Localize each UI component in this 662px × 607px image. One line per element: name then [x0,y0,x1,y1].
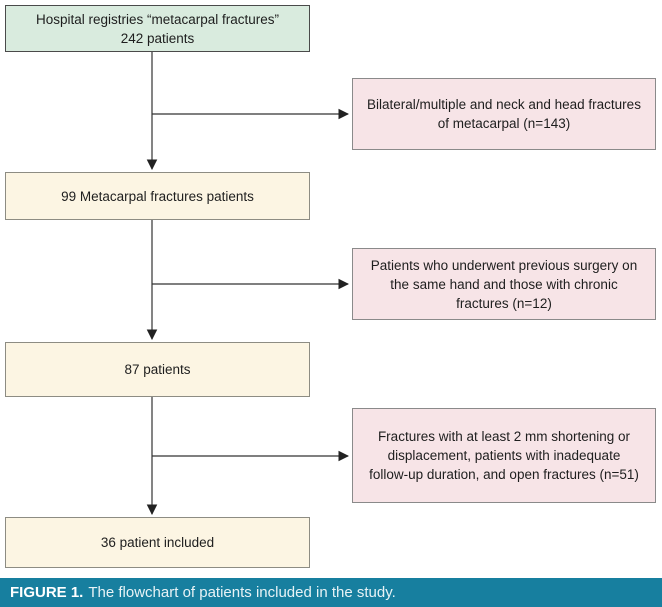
figure-caption-bar: FIGURE 1. The flowchart of patients incl… [0,578,662,607]
flow-node-start-line2: 242 patients [120,30,195,46]
flow-node-exclusion-3-label: Fractures with at least 2 mm shortening … [369,429,639,482]
flow-node-start: Hospital registries “metacarpal fracture… [5,5,310,52]
flow-node-36-included-label: 36 patient included [100,535,215,550]
flow-node-start-line1: Hospital registries “metacarpal fracture… [35,11,280,27]
flow-node-36-included: 36 patient included [5,517,310,568]
flow-node-exclusion-2-label: Patients who underwent previous surgery … [370,257,638,311]
figure-caption-text: The flowchart of patients included in th… [88,584,396,601]
flow-node-87-patients-label: 87 patients [124,362,191,377]
flow-node-exclusion-1: Bilateral/multiple and neck and head fra… [352,78,656,150]
flow-node-exclusion-1-label: Bilateral/multiple and neck and head fra… [367,97,641,131]
flow-node-87-patients: 87 patients [5,342,310,397]
flow-node-99-patients-label: 99 Metacarpal fractures patients [61,188,254,204]
figure-caption-label: FIGURE 1. [10,584,84,601]
flow-node-exclusion-2: Patients who underwent previous surgery … [352,248,656,320]
flow-node-exclusion-3: Fractures with at least 2 mm shortening … [352,408,656,503]
flow-node-99-patients: 99 Metacarpal fractures patients [5,172,310,220]
